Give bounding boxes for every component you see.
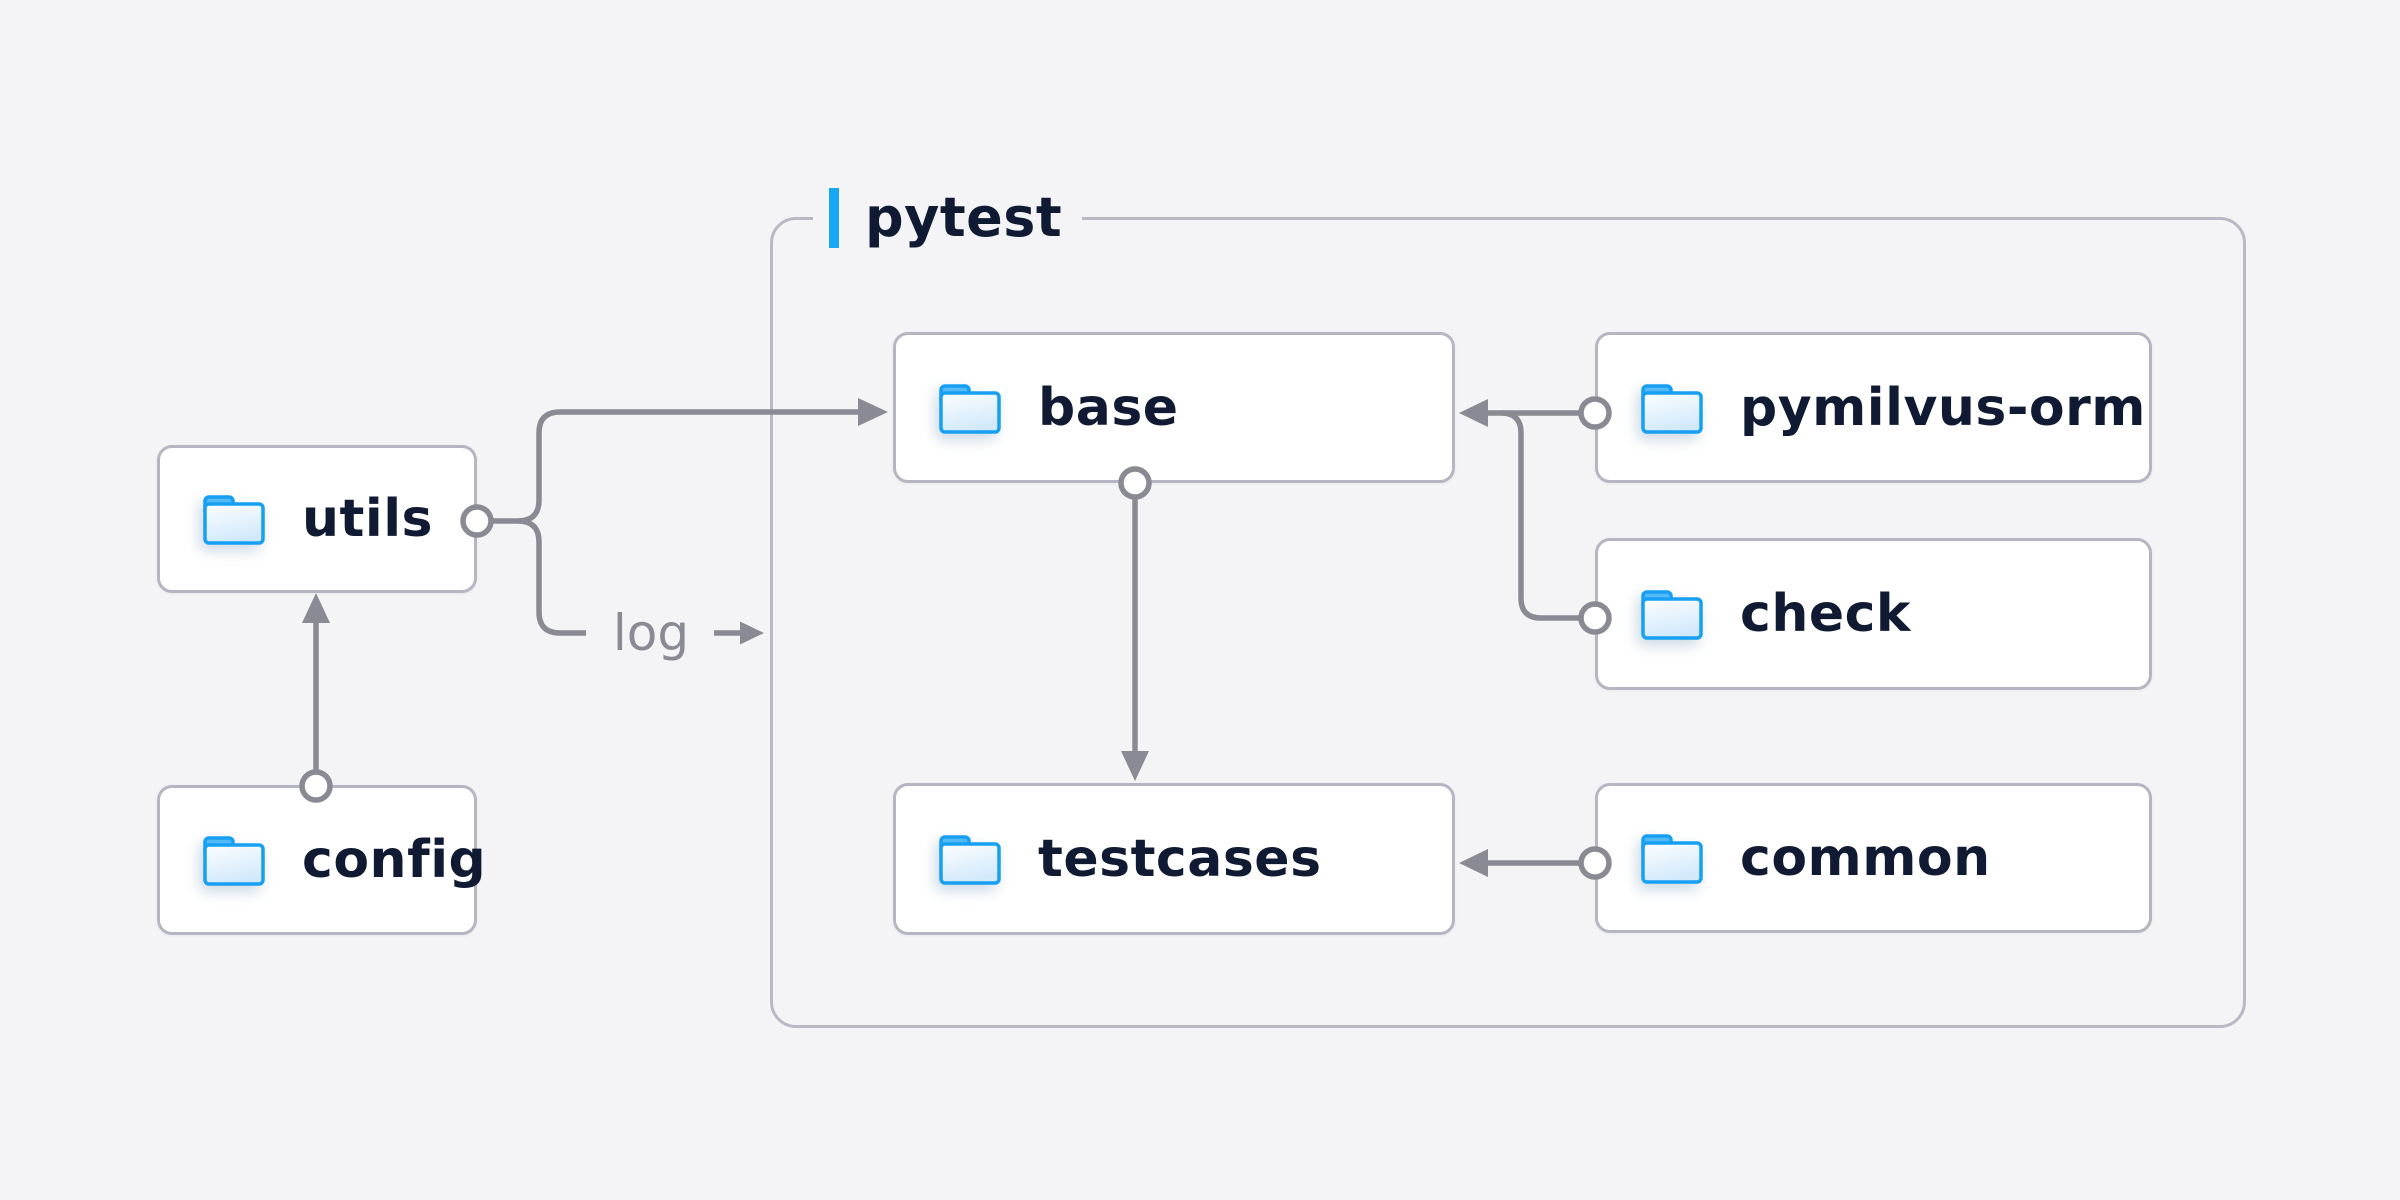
node-config: config [157, 785, 486, 935]
folder-icon [938, 380, 1002, 436]
node-label: utils [302, 489, 433, 549]
pytest-group: pytest [770, 184, 2246, 1028]
node-base: base [893, 332, 1455, 483]
folder-icon [202, 832, 266, 888]
node-testcases: testcases [893, 783, 1455, 935]
node-label: base [1038, 377, 1179, 438]
node-check: check [1595, 538, 2152, 690]
folder-icon [938, 831, 1002, 887]
node-label: check [1740, 584, 1912, 644]
edge-config-utils [299, 593, 333, 803]
pytest-group-label: pytest [813, 184, 1083, 252]
edge-label-log: log [612, 604, 690, 662]
folder-icon [1640, 586, 1704, 642]
group-title: pytest [865, 186, 1063, 249]
folder-icon [202, 491, 266, 547]
node-pymilvus-orm: pymilvus-orm [1595, 332, 2152, 483]
node-label: pymilvus-orm [1740, 377, 2146, 438]
node-label: config [302, 830, 487, 890]
accent-bar-icon [829, 188, 839, 248]
folder-icon [1640, 830, 1704, 886]
node-common: common [1595, 783, 2152, 933]
node-label: testcases [1038, 829, 1322, 889]
node-label: common [1740, 828, 1991, 888]
node-utils: utils [157, 445, 477, 593]
folder-icon [1640, 380, 1704, 436]
